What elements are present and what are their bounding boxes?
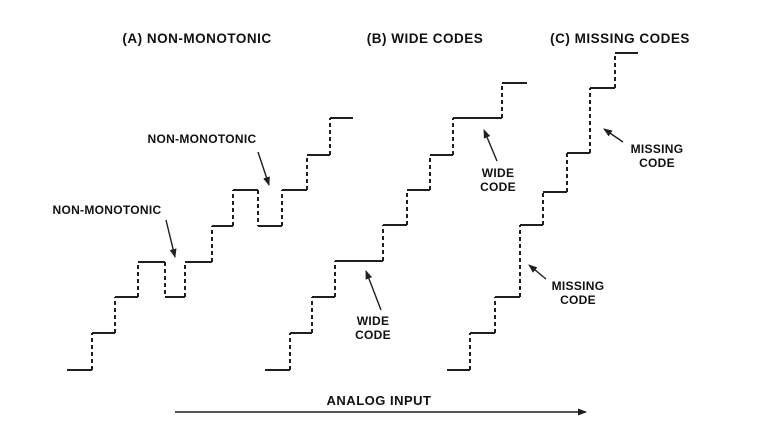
missing-code-upper-label: MISSING CODE — [630, 142, 684, 171]
analog-input-label: ANALOG INPUT — [326, 393, 432, 408]
staircase-b-risers — [289, 83, 503, 370]
staircase-c-treads — [447, 52, 638, 371]
non-monotonic-lower-arrow — [165, 219, 177, 258]
staircase-b-treads — [265, 82, 527, 371]
missing-code-upper-arrow — [603, 128, 624, 143]
staircase-c-risers — [469, 53, 616, 370]
wide-code-upper-label: WIDE CODE — [480, 166, 516, 195]
missing-code-lower-label: MISSING CODE — [551, 279, 605, 308]
staircase-a-treads — [67, 117, 353, 371]
missing-code-lower-arrow — [528, 264, 547, 280]
non-monotonic-lower-label: NON-MONOTONIC — [52, 203, 162, 217]
non-monotonic-upper-arrow — [257, 151, 270, 186]
panel-c-title: (C) MISSING CODES — [550, 31, 690, 46]
panel-b-title: (B) WIDE CODES — [366, 31, 484, 46]
wide-code-upper-arrow — [483, 129, 498, 162]
staircase-a-risers — [91, 118, 331, 370]
non-monotonic-upper-label: NON-MONOTONIC — [147, 132, 257, 146]
wide-code-lower-label: WIDE CODE — [355, 314, 391, 343]
wide-code-lower-arrow — [365, 270, 382, 311]
panel-a-title: (A) NON-MONOTONIC — [122, 31, 272, 46]
